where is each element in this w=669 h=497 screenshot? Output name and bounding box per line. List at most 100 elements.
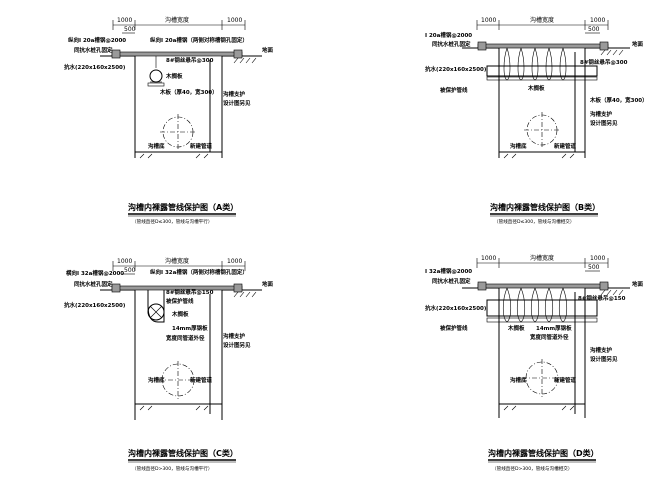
dim-mid: 沟槽宽度 — [165, 16, 189, 24]
label-pile-fix: 同抗水桩孔固定 — [432, 277, 471, 285]
dimension-line: 1000 沟槽宽度 1000 500 — [112, 257, 246, 275]
label-protect-pipe: 被保护管线 — [440, 86, 468, 94]
label-support: 沟槽支护 — [590, 346, 613, 354]
label-steel-long: I 32a槽钢@2000 — [425, 267, 472, 275]
steel-channel-beam — [477, 283, 609, 289]
panel-b: 1000 沟槽宽度 1000 500 I 20a槽钢@2000 同抗水桩孔固定 … — [425, 16, 648, 225]
wire-coils — [502, 287, 568, 323]
panel-title: 沟槽内裸露管线保护图（D类） — [488, 448, 599, 458]
protected-pipe — [147, 303, 165, 321]
dim-left: 1000 — [481, 17, 496, 24]
label-protect-pipe: 被保护管线 — [166, 297, 194, 305]
label-support: 沟槽支护 — [590, 110, 613, 118]
label-new-pipe: 新建管道 — [554, 142, 577, 150]
label-support-note: 设计图另见 — [590, 355, 618, 363]
dim-left: 1000 — [117, 258, 132, 265]
label-plate-width: 宽度同管道外径 — [165, 334, 205, 342]
beam-end-left — [111, 283, 121, 293]
beam-end-right — [599, 281, 609, 291]
protected-pipe — [149, 69, 163, 83]
label-board: 木搁板 — [527, 84, 545, 92]
label-ground: 地面 — [262, 280, 274, 288]
dim-right: 1000 — [590, 255, 605, 262]
beam-end-left — [111, 49, 121, 59]
dim-sub: 500 — [588, 264, 600, 271]
label-steel-long: I 20a槽钢@2000 — [425, 31, 472, 39]
label-pile: 抗水(220x160x2500) — [64, 301, 126, 309]
dimension-line: 1000 沟槽宽度 1000 500 — [476, 16, 609, 34]
label-support: 沟槽支护 — [223, 90, 246, 98]
label-new-pipe: 新建管道 — [554, 376, 577, 384]
label-steel-beam: 纵向I 20a槽钢（两侧对称槽钢孔固定） — [149, 36, 248, 44]
label-steel-beam: 纵向I 32a槽钢（两侧对称槽钢孔固定） — [149, 268, 248, 276]
label-new-pipe: 新建管道 — [190, 376, 213, 384]
label-pile-fix: 同抗水桩孔固定 — [74, 280, 113, 288]
panel-a: 1000 沟槽宽度 1000 500 纵向I 20a槽钢@2000 — [64, 16, 274, 225]
label-trench-bottom: 沟槽底 — [148, 142, 165, 150]
label-board: 木搁板 — [171, 310, 189, 318]
steel-channel-beam — [477, 43, 609, 49]
panel-subtitle: （管线直径D≤300，管线与沟槽平行） — [132, 218, 212, 225]
dimension-line: 1000 沟槽宽度 1000 500 — [112, 16, 246, 34]
label-protect-pipe: 被保护管线 — [440, 324, 468, 332]
beam-end-right — [233, 283, 243, 293]
panel-subtitle: （管线直径D>300，管线与沟槽平行） — [132, 465, 212, 472]
panel-subtitle: （管线直径D≤300，管线与沟槽相交） — [494, 218, 574, 225]
label-new-pipe: 新建管道 — [190, 142, 213, 150]
protected-pipe — [486, 299, 598, 317]
label-wire: 8#钢丝悬吊@150 — [578, 294, 626, 302]
panel-c: 1000 沟槽宽度 1000 500 横向I 32a槽钢@2000 同抗水桩孔固… — [64, 257, 274, 472]
label-ground: 地面 — [632, 280, 644, 288]
label-support-note: 设计图另见 — [223, 341, 251, 349]
label-pile: 抗水(220x160x2500) — [64, 63, 126, 71]
label-pile-fix: 同抗水桩孔固定 — [432, 40, 471, 48]
label-plank: 木板（厚40，宽300） — [589, 96, 648, 104]
wire-coils — [503, 47, 567, 81]
steel-plate — [486, 317, 598, 323]
label-steel-long: 纵向I 20a槽钢@2000 — [67, 36, 126, 44]
label-plank: 木板（厚40，宽300） — [159, 88, 218, 96]
label-trench-bottom: 沟槽底 — [510, 376, 527, 384]
label-support: 沟槽支护 — [223, 332, 246, 340]
beam-end-left — [477, 281, 487, 291]
panel-d: 1000 沟槽宽度 1000 500 I 32a槽钢@2000 同抗水桩孔固定 … — [425, 254, 644, 472]
panel-title: 沟槽内裸露管线保护图（A类） — [128, 202, 238, 212]
label-board: 木搁板 — [165, 72, 183, 80]
steel-channel-beam — [111, 51, 243, 57]
label-pile: 抗水(220x160x2500) — [425, 65, 487, 73]
label-trench-bottom: 沟槽底 — [148, 376, 165, 384]
panel-subtitle: （管线直径D>300，管线与沟槽相交） — [492, 465, 572, 472]
dim-sub: 500 — [124, 26, 136, 33]
dim-mid: 沟槽宽度 — [530, 16, 554, 24]
protected-pipe — [486, 65, 598, 77]
label-plate-width: 宽度同管道外径 — [529, 333, 569, 341]
label-trench-bottom: 沟槽底 — [510, 142, 527, 150]
dim-sub: 500 — [124, 267, 136, 274]
dim-left: 1000 — [481, 255, 496, 262]
label-pile-fix: 同抗水桩孔固定 — [74, 46, 113, 54]
label-wire: 8#钢丝悬吊@300 — [166, 56, 214, 64]
label-support-note: 设计图另见 — [590, 119, 618, 127]
label-pile: 抗水(220x160x2500) — [425, 304, 487, 312]
dim-mid: 沟槽宽度 — [530, 254, 554, 262]
label-wire: 8#钢丝悬吊@150 — [166, 288, 214, 296]
dim-left: 1000 — [117, 17, 132, 24]
panel-title: 沟槽内裸露管线保护图（B类） — [490, 202, 600, 212]
label-ground: 地面 — [632, 40, 644, 48]
dim-right: 1000 — [590, 17, 605, 24]
beam-end-right — [233, 49, 243, 59]
dim-mid: 沟槽宽度 — [165, 257, 189, 265]
beam-end-right — [599, 41, 609, 51]
label-ground: 地面 — [262, 46, 274, 54]
panel-title: 沟槽内裸露管线保护图（C类） — [128, 448, 238, 458]
label-wire: 8#钢丝悬吊@300 — [580, 58, 628, 66]
dim-sub: 500 — [588, 26, 600, 33]
label-support-note: 设计图另见 — [223, 99, 251, 107]
beam-end-left — [477, 41, 487, 51]
label-board: 木搁板 — [507, 324, 525, 332]
dim-right: 1000 — [227, 17, 242, 24]
label-plate: 14mm厚钢板 — [172, 324, 208, 332]
dim-right: 1000 — [227, 258, 242, 265]
dimension-line: 1000 沟槽宽度 1000 500 — [476, 254, 609, 272]
